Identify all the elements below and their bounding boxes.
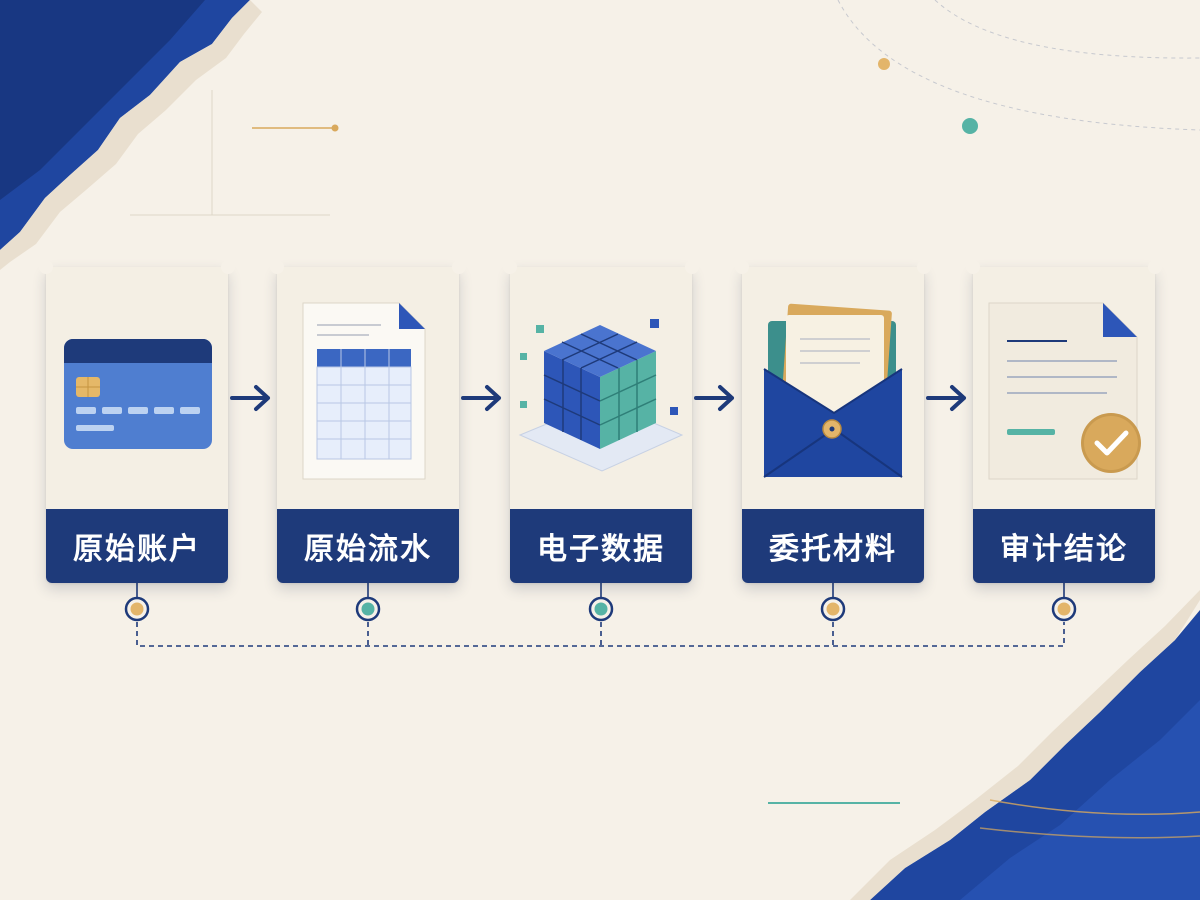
step-card-1: 原始账户 — [39, 260, 235, 583]
step-label: 原始账户 — [46, 509, 228, 583]
step-card-3: 电子数据 — [503, 260, 699, 583]
timeline-node — [124, 596, 150, 622]
step-card-5: 审计结论 — [966, 260, 1162, 583]
data-cube-icon — [518, 319, 684, 472]
arrow-right-icon — [230, 385, 270, 411]
step-label: 审计结论 — [973, 509, 1155, 583]
step-card-4: 委托材料 — [735, 260, 931, 583]
arrow-right-icon — [926, 385, 966, 411]
timeline-node — [355, 596, 381, 622]
step-label: 委托材料 — [742, 509, 924, 583]
ledger-sheet-icon — [302, 302, 426, 480]
step-label: 电子数据 — [510, 509, 692, 583]
bank-card-icon — [64, 339, 212, 449]
step-label: 原始流水 — [277, 509, 459, 583]
timeline-node — [1051, 596, 1077, 622]
audit-check-icon — [988, 302, 1141, 480]
arrow-right-icon — [461, 385, 501, 411]
arrow-right-icon — [694, 385, 734, 411]
step-card-2: 原始流水 — [270, 260, 466, 583]
document-envelope-icon — [763, 303, 903, 478]
timeline-node — [820, 596, 846, 622]
timeline-node — [588, 596, 614, 622]
